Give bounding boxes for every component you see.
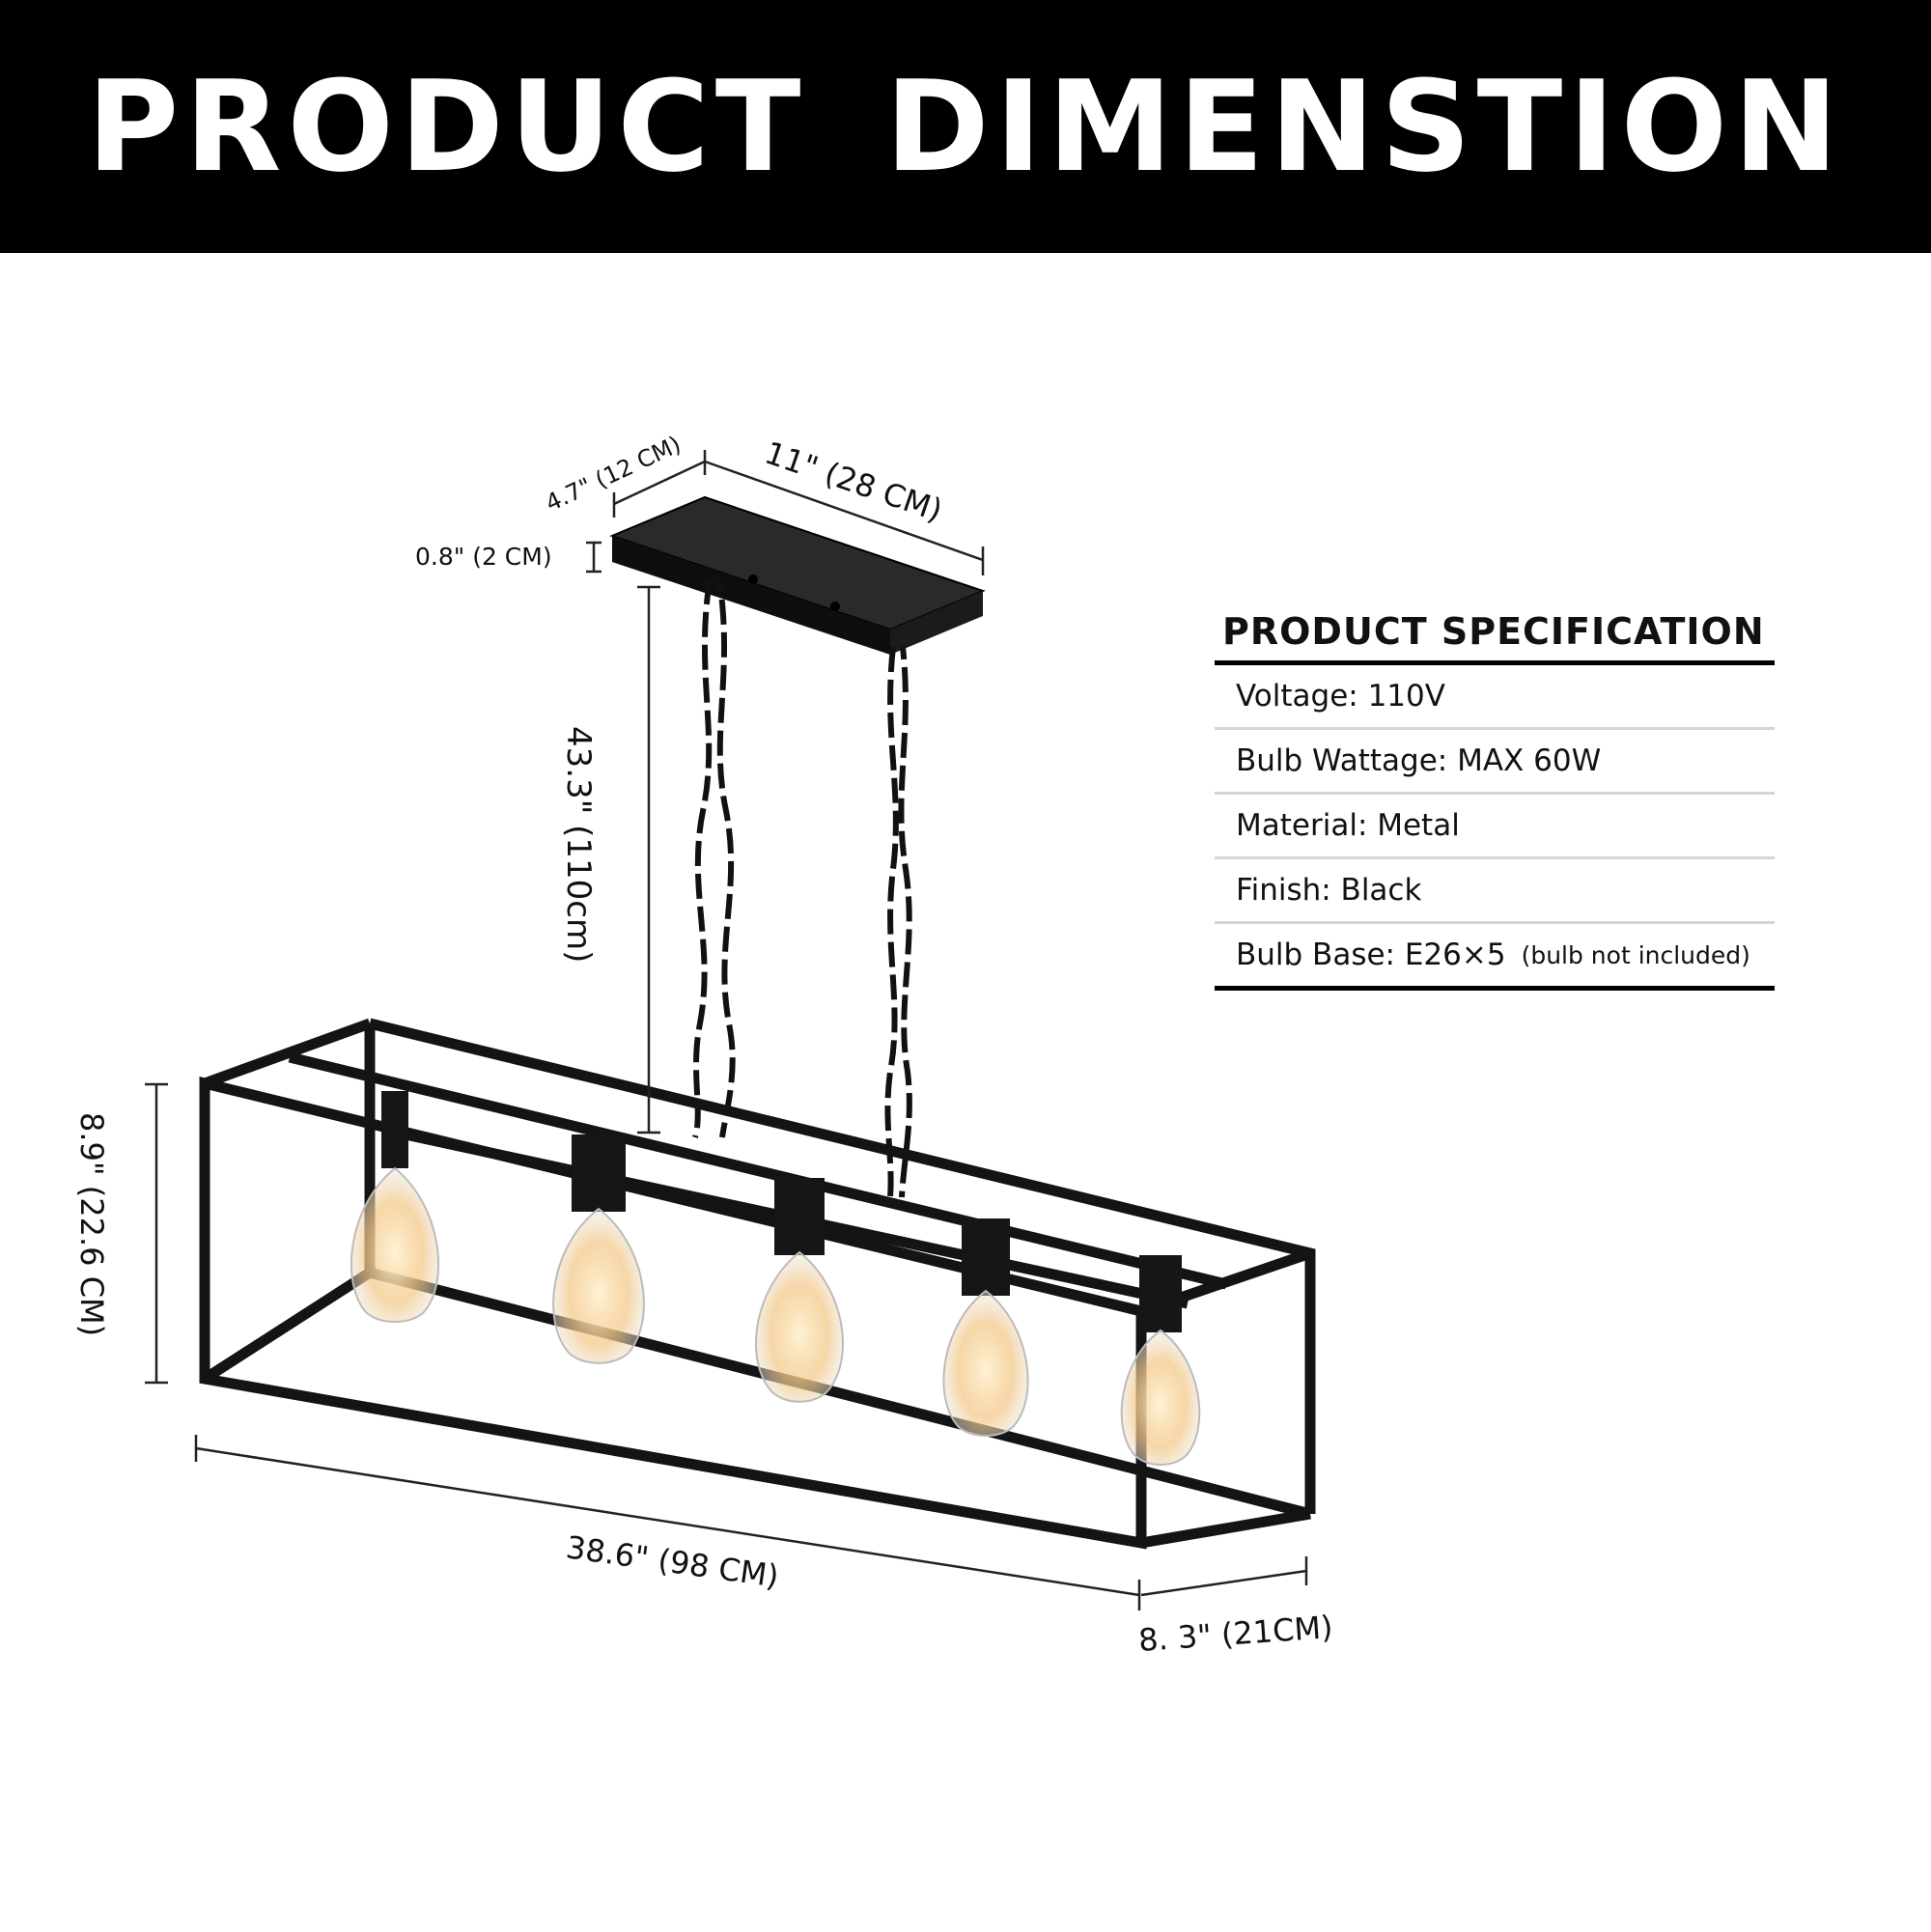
product-specification: PRODUCT SPECIFICATION Voltage: 110V Bulb…: [1215, 610, 1775, 991]
spec-text: Bulb Base: E26×5: [1236, 938, 1506, 972]
fixture-width-label: 8. 3" (21CM): [1137, 1609, 1334, 1659]
spec-divider: [1215, 660, 1775, 665]
spec-note: (bulb not included): [1521, 940, 1750, 969]
bulbs: [350, 1091, 1201, 1466]
spec-text: Voltage: 110V: [1236, 679, 1445, 714]
ceiling-canopy: [609, 495, 986, 655]
product-diagram: 4.7" (12 CM) 11" (28 CM) 0.8" (2 CM) 43.…: [73, 431, 1334, 1659]
page-title: PRODUCT DIMENSTION: [87, 53, 1844, 200]
bulb: [350, 1091, 439, 1323]
spec-text: Finish: Black: [1236, 873, 1422, 908]
bulb: [552, 1134, 645, 1364]
bulb: [755, 1178, 844, 1403]
chain-length-label: 43.3" (110cm): [559, 726, 598, 963]
spec-row-wattage: Bulb Wattage: MAX 60W: [1215, 730, 1775, 795]
spec-title: PRODUCT SPECIFICATION: [1222, 610, 1765, 653]
fixture-height-label: 8.9" (22.6 CM): [73, 1112, 110, 1336]
spec-row-material: Material: Metal: [1215, 795, 1775, 859]
canopy-height-label: 0.8" (2 CM): [415, 543, 552, 571]
dimension-lines: [145, 450, 1308, 1610]
bulb: [942, 1218, 1029, 1437]
header-banner: PRODUCT DIMENSTION: [0, 0, 1931, 253]
fixture-length-label: 38.6" (98 CM): [564, 1528, 781, 1595]
spec-row-bulb-base: Bulb Base: E26×5 (bulb not included): [1215, 924, 1775, 991]
spec-row-voltage: Voltage: 110V: [1215, 665, 1775, 730]
spec-row-finish: Finish: Black: [1215, 859, 1775, 924]
bulb: [1120, 1255, 1201, 1466]
hanging-chains: [692, 578, 912, 1198]
spec-text: Bulb Wattage: MAX 60W: [1236, 743, 1602, 778]
spec-text: Material: Metal: [1236, 808, 1460, 843]
